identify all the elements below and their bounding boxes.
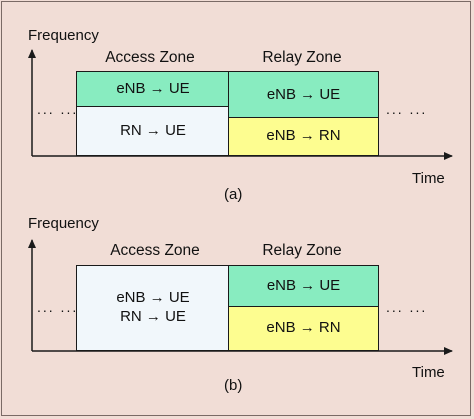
panel-b-access-line1-text: eNB → UE [116, 289, 190, 307]
panel-b-access-line2-text: RN → UE [120, 308, 186, 325]
panel-b-relay-bottom-text: eNB → RN [266, 319, 341, 337]
panel-b-relay-zone-label: Relay Zone [262, 242, 342, 259]
panel-a-relay-top-text: eNB → UE [266, 85, 341, 103]
panel-b-relay-enb-ue-block: eNB → UE [228, 265, 379, 308]
panel-a-access-top-text: eNB → UE [116, 80, 190, 98]
panel-b-relay-enb-rn-block: eNB → RN [228, 306, 379, 351]
panel-b-dots-right: ... ... [386, 299, 428, 315]
panel-a-relay-enb-rn-block: eNB → RN [228, 117, 379, 156]
panel-a-relay-enb-ue-block: eNB → UE [228, 71, 379, 119]
panel-b-time-label: Time [412, 364, 445, 381]
panel-b-caption: (b) [224, 377, 243, 394]
panel-a-relay-bottom-text: eNB → RN [266, 127, 341, 145]
panel-b-access-zone-label: Access Zone [110, 242, 200, 259]
panel-b-dots-left: ... ... [37, 299, 79, 315]
panel-b-frequency-label: Frequency [28, 215, 99, 232]
panel-a-dots-left: ... ... [37, 101, 79, 117]
panel-b-access-shared-block: eNB → UE RN → UE [76, 265, 230, 351]
panel-a-relay-zone-label: Relay Zone [262, 49, 342, 66]
panel-a-caption: (a) [224, 186, 243, 203]
panel-a-access-enb-ue-block: eNB → UE [76, 71, 230, 108]
panel-a-access-bottom-text: RN → UE [120, 121, 186, 139]
panel-a-access-zone-label: Access Zone [105, 49, 195, 66]
panel-a-dots-right: ... ... [386, 101, 428, 117]
panel-a-frequency-label: Frequency [28, 27, 99, 44]
panel-a-time-label: Time [412, 170, 445, 187]
panel-a-access-rn-ue-block: RN → UE [76, 106, 230, 156]
panel-b-relay-top-text: eNB → UE [266, 277, 341, 295]
